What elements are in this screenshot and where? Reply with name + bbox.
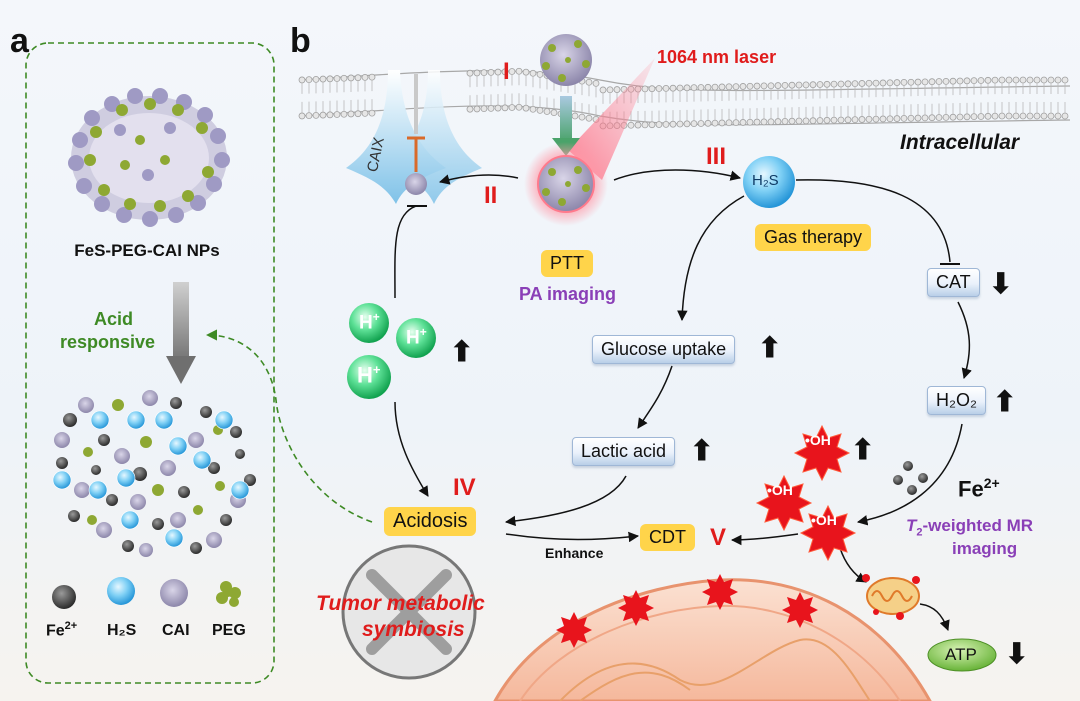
inhibit-hplus-line xyxy=(394,205,417,299)
acid-responsive-arrow xyxy=(205,329,373,523)
legend-fe-label: Fe2+ xyxy=(46,620,78,640)
arrow-h2o2-to-oh xyxy=(856,423,963,526)
arrow-to-h2s xyxy=(613,169,742,181)
tumor-cell xyxy=(493,574,932,701)
step-iii: III xyxy=(706,143,727,170)
h2o2-up-arrow: ⬆ xyxy=(993,386,1017,417)
symbiosis-label-line2: symbiosis xyxy=(362,618,465,641)
gas-therapy-label: Gas therapy xyxy=(755,224,872,251)
oh-label-1: •OH xyxy=(805,432,831,448)
atp-label: ATP xyxy=(945,645,977,664)
symbiosis-crossed-circle xyxy=(341,544,477,680)
atp-down-arrow: ⬇ xyxy=(1005,638,1029,669)
hplus-label-3: H+ xyxy=(357,362,381,388)
dissociated-particles xyxy=(52,390,256,557)
step-iv: IV xyxy=(453,474,476,501)
arrow-to-caix xyxy=(438,174,519,185)
hplus-label-2: H+ xyxy=(406,325,427,349)
arrow-hplus-to-acidosis xyxy=(394,401,429,497)
step-i: I xyxy=(503,58,510,85)
mr-imaging-label-line1: T2-weighted MR xyxy=(906,516,1034,539)
oh-label-2: •OH xyxy=(767,482,793,498)
arrow-glucose-to-lactic xyxy=(637,365,673,429)
hplus-up-arrow: ⬆ xyxy=(450,336,474,367)
np-label: FeS-PEG-CAI NPs xyxy=(74,241,220,260)
legend-h2s-label: H₂S xyxy=(107,622,137,639)
cat-box: CAT xyxy=(927,268,980,297)
enhance-label: Enhance xyxy=(545,545,604,561)
cdt-label: CDT xyxy=(640,524,695,551)
h2o2-box: H₂O₂ xyxy=(927,386,986,415)
central-nanoparticle xyxy=(524,142,608,226)
oh-radicals xyxy=(755,424,857,562)
legend-peg-icon xyxy=(216,581,241,607)
step-ii: II xyxy=(484,182,498,209)
legend-h2s-icon xyxy=(107,577,135,605)
legend-cai-icon xyxy=(160,579,188,607)
lactic-acid-box: Lactic acid xyxy=(572,437,676,466)
pa-imaging-label: PA imaging xyxy=(519,284,617,304)
legend-cai-label: CAI xyxy=(162,622,190,639)
oh-label-3: •OH xyxy=(811,512,837,528)
h2s-bubble-label: H₂S xyxy=(752,172,779,189)
fe-ions xyxy=(893,461,928,495)
legend-icons xyxy=(52,577,241,609)
symbiosis-label-line1: Tumor metabolic xyxy=(316,592,485,615)
legend-peg-label: PEG xyxy=(212,622,246,639)
fe-label: Fe2+ xyxy=(958,475,1000,502)
panel-a-letter: a xyxy=(10,22,29,60)
arrow-lactic-to-acidosis xyxy=(504,475,627,527)
arrow-cat-to-h2o2 xyxy=(957,301,972,380)
hplus-label-1: H+ xyxy=(359,310,380,334)
arrow-oh-to-cdt xyxy=(730,533,799,546)
caix-channel xyxy=(346,70,482,204)
acid-label-line2: responsive xyxy=(60,332,156,352)
lipid-heads xyxy=(298,67,1069,130)
panel-a-frame xyxy=(25,42,275,684)
lactic-up-arrow: ⬆ xyxy=(690,435,714,466)
arrow-to-glucose xyxy=(677,195,745,322)
cat-down-arrow: ⬇ xyxy=(989,268,1013,299)
ptt-label: PTT xyxy=(541,250,593,277)
incoming-nanoparticle xyxy=(540,34,592,86)
inhibit-cat-line xyxy=(795,179,951,263)
acid-transition-arrow xyxy=(166,282,196,384)
glucose-up-arrow: ⬆ xyxy=(758,332,782,363)
glucose-box: Glucose uptake xyxy=(592,335,736,364)
laser-label: 1064 nm laser xyxy=(657,47,777,67)
mr-imaging-label-line2: imaging xyxy=(952,539,1018,558)
arrow-mito-to-atp xyxy=(919,603,950,631)
acid-label-line1: Acid xyxy=(94,309,134,329)
legend-fe-icon xyxy=(52,585,76,609)
pathway-arrows xyxy=(394,169,972,631)
atp-oval xyxy=(927,638,997,672)
arrow-oh-to-mito xyxy=(839,547,867,583)
acidosis-label: Acidosis xyxy=(384,507,477,536)
nanoparticle-illustration xyxy=(68,88,230,227)
oh-up-arrow: ⬆ xyxy=(851,434,875,465)
panel-b-letter: b xyxy=(290,22,311,60)
step-v: V xyxy=(710,524,727,551)
hplus-spheres xyxy=(347,303,436,399)
mitochondrion xyxy=(862,574,920,620)
intracellular-label: Intracellular xyxy=(900,131,1020,154)
arrow-enhance xyxy=(505,531,640,543)
h2s-bubble xyxy=(743,156,795,208)
